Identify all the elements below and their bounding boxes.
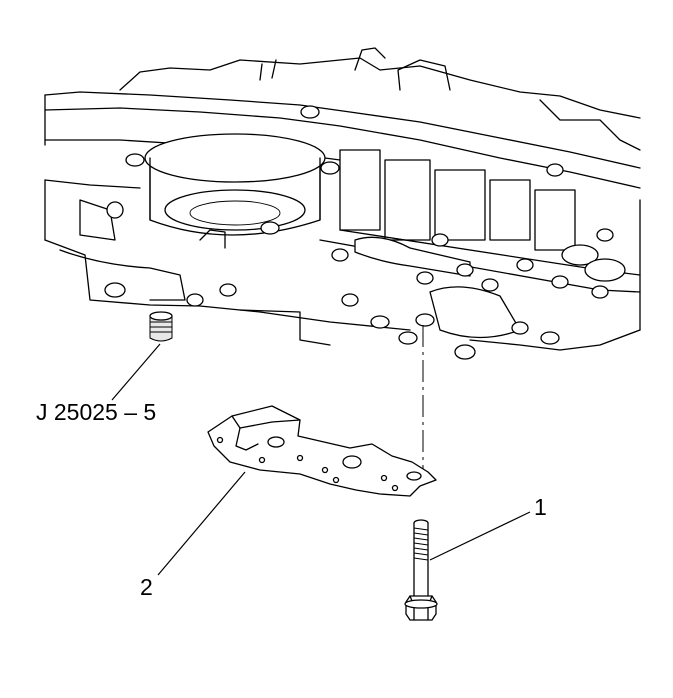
label-tool: J 25025 – 5 xyxy=(36,399,157,425)
label-part-2: 2 xyxy=(140,574,153,600)
label-part-1: 1 xyxy=(534,494,547,520)
part-2-bracket xyxy=(207,405,437,497)
case-bolts xyxy=(104,105,614,360)
part-1-bolt xyxy=(404,519,438,621)
transmission-case xyxy=(44,47,641,360)
leader-part-2 xyxy=(157,471,246,576)
leader-part-1 xyxy=(429,511,531,561)
leader-tool xyxy=(111,343,161,401)
guide-pin-tool xyxy=(149,311,173,342)
